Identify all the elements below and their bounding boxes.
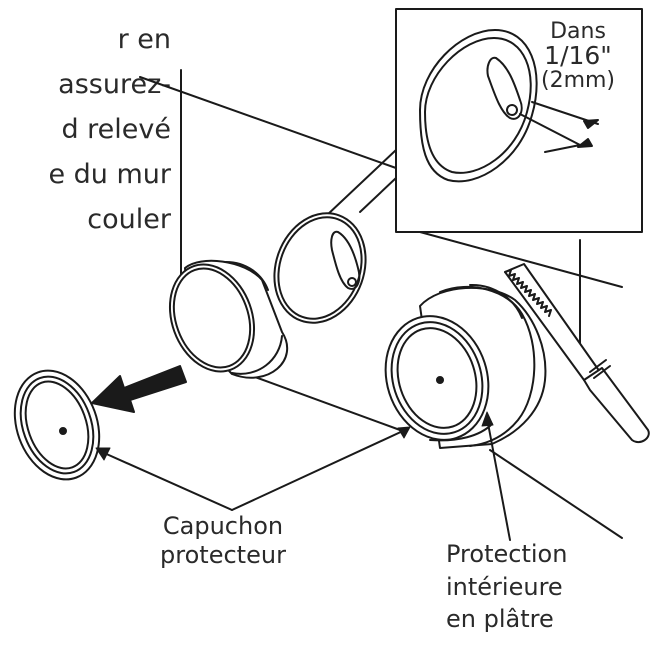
plaster-guard <box>384 283 547 449</box>
inset-label-measure: 1/16" <box>544 41 612 71</box>
instruction-line-5: couler <box>87 204 171 235</box>
instruction-line-1: r en <box>117 24 171 55</box>
inset-callout-lines <box>325 149 397 217</box>
protective-cap-label: Capuchon protecteur <box>128 512 318 571</box>
instruction-line-3: d relevé <box>61 114 171 145</box>
instruction-text: r en assurez- d relevé e du mur couler <box>0 24 171 249</box>
instruction-line-4: e du mur <box>48 159 171 190</box>
inset-label-top: Dans <box>550 19 606 44</box>
small-plate <box>273 212 367 324</box>
prot-label-line-2: intérieure <box>446 572 563 601</box>
saw-tool <box>504 263 650 444</box>
instruction-line-2: assurez- <box>58 69 171 100</box>
inset-detail-box <box>395 8 643 233</box>
cap-label-line-1: Capuchon <box>162 512 284 540</box>
prot-label-line-1: Protection <box>446 540 568 568</box>
removal-arrow <box>91 365 187 413</box>
plaster-guard-label: Protection intérieure en plâtre <box>446 538 616 636</box>
wall-lines <box>139 69 623 539</box>
sleeve-tube <box>168 259 289 379</box>
protective-cap-left <box>13 369 101 481</box>
label-leader-lines <box>95 411 511 541</box>
inset-measurement-label: Dans 1/16" (2mm) <box>518 19 638 94</box>
inset-label-metric: (2mm) <box>540 68 616 94</box>
cap-label-line-2: protecteur <box>160 541 286 570</box>
prot-label-line-3: en plâtre <box>446 605 554 634</box>
